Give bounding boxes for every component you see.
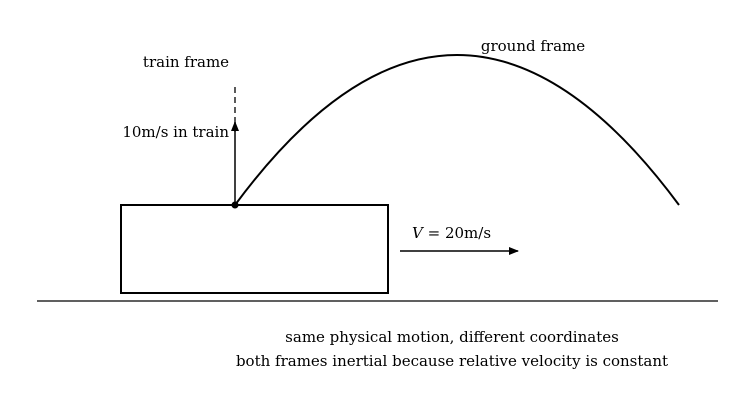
caption-line-2: both frames inertial because relative ve… [236, 352, 668, 370]
caption-line-1: same physical motion, different coordina… [285, 328, 619, 346]
train-frame-label: train frame [143, 53, 229, 71]
train-velocity-label: 10m/s in train [122, 123, 229, 141]
frame-velocity-label: V = 20m/s [412, 224, 491, 242]
frame-velocity-symbol: V [412, 224, 425, 242]
ground-frame-label: ground frame [481, 37, 585, 55]
launch-point [231, 201, 239, 209]
ground-frame-trajectory [234, 54, 680, 206]
train-car [120, 204, 389, 294]
frame-velocity-value: = 20m/s [423, 224, 491, 242]
